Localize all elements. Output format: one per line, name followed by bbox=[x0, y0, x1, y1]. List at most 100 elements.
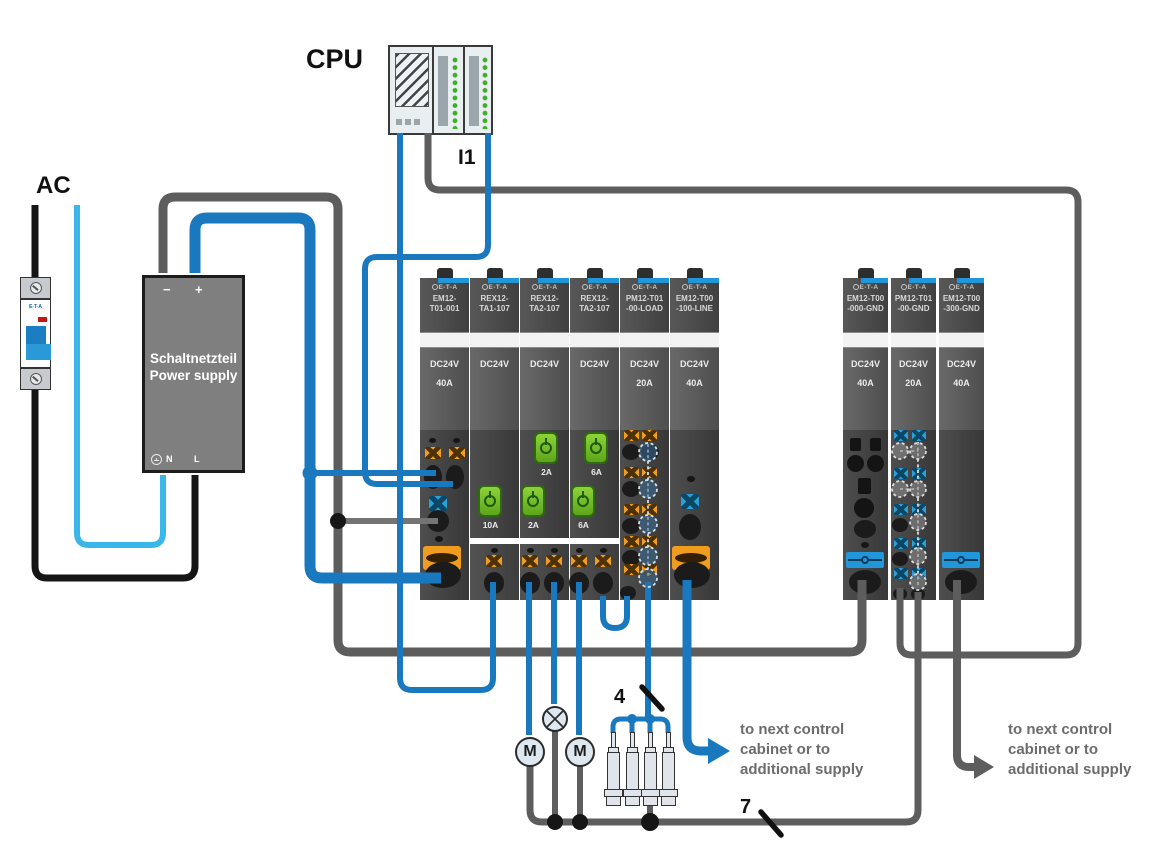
marking-strip bbox=[420, 332, 469, 348]
accent-strip bbox=[438, 278, 469, 283]
push-in-terminal bbox=[894, 568, 908, 579]
wire-valve-manifold bbox=[610, 716, 671, 733]
channel-rating: 10A bbox=[482, 520, 499, 530]
module-terminals bbox=[843, 430, 888, 600]
wire-cpu-0v-to-pm12-gnd bbox=[424, 133, 1082, 659]
jumper-chain-load bbox=[638, 442, 658, 588]
module-rex12-ta1-107: E-T-A REX12-TA1-107 DC24V 10A bbox=[470, 268, 519, 600]
ac-label: AC bbox=[36, 172, 71, 199]
power-button[interactable] bbox=[478, 485, 502, 517]
push-in-terminal bbox=[624, 564, 639, 575]
junction-dot-blue bbox=[627, 714, 637, 724]
power-button[interactable] bbox=[584, 432, 608, 464]
solenoid-valve-icon bbox=[622, 732, 642, 808]
return-wire-count-label: 7 bbox=[740, 796, 752, 818]
signal-terminal bbox=[429, 496, 447, 511]
screw-icon bbox=[29, 282, 42, 294]
module-label: EM12-T01-001 bbox=[429, 294, 460, 313]
push-in-terminal bbox=[624, 504, 639, 515]
psu-plus-label: + bbox=[195, 282, 203, 297]
push-in-terminal bbox=[642, 536, 657, 547]
marking-strip bbox=[670, 332, 719, 348]
push-in-terminal bbox=[642, 430, 657, 441]
power-button[interactable] bbox=[521, 485, 545, 517]
junction-dot bbox=[572, 814, 588, 830]
push-in-terminal bbox=[912, 538, 926, 549]
module-face: 10A bbox=[470, 430, 519, 538]
module-rex12-ta2-107-b: E-T-A REX12-TA2-107 DC24V 6A 6A bbox=[569, 268, 619, 600]
circuit-breaker: E-T-A bbox=[20, 277, 51, 390]
junction-dot bbox=[641, 813, 659, 831]
psu-name: Schaltnetzteil Power supply bbox=[149, 351, 238, 383]
breaker-status-led bbox=[38, 317, 47, 322]
psu-n-label: N bbox=[166, 454, 173, 464]
power-button[interactable] bbox=[571, 485, 595, 517]
breaker-body: E-T-A bbox=[20, 299, 51, 368]
accent-strip bbox=[538, 278, 569, 283]
gray-arrow-icon bbox=[974, 755, 994, 779]
module-rex12-ta2-107-a: E-T-A REX12-TA2-107 DC24V 2A 2A bbox=[520, 268, 569, 600]
push-in-terminal bbox=[894, 430, 908, 441]
eta-logo: E-T-A bbox=[891, 284, 936, 291]
push-in-terminal bbox=[912, 504, 926, 515]
cpu-io-card-2 bbox=[465, 47, 493, 133]
bus-terminal bbox=[942, 552, 980, 568]
valve-wire-count-label: 4 bbox=[614, 686, 626, 708]
eta-logo: E-T-A bbox=[420, 284, 469, 291]
eta-logo: E-T-A bbox=[939, 284, 984, 291]
push-in-terminal bbox=[894, 468, 908, 479]
push-in-terminal bbox=[449, 447, 465, 459]
plug-silhouette bbox=[854, 478, 874, 518]
channel-rating: 6A bbox=[591, 467, 602, 477]
wire-line-to-next-cabinet bbox=[682, 580, 708, 756]
eta-logo: E-T-A bbox=[520, 284, 569, 291]
breaker-brand-label: E-T-A bbox=[28, 304, 43, 310]
power-button[interactable] bbox=[534, 432, 558, 464]
psu-l-label: L bbox=[194, 454, 200, 464]
module-label: EM12-T00-000-GND bbox=[846, 294, 885, 313]
lamp-symbol bbox=[542, 706, 568, 732]
marking-strip bbox=[843, 332, 888, 348]
module-terminals bbox=[670, 430, 719, 600]
module-label: PM12-T01-00-LOAD bbox=[625, 294, 664, 313]
breaker-toggle-upper bbox=[26, 326, 46, 344]
cpu-section-power bbox=[390, 47, 434, 133]
din-tab bbox=[486, 268, 503, 280]
accent-strip bbox=[588, 278, 619, 283]
din-tab bbox=[536, 268, 553, 280]
motor-symbol: M bbox=[565, 737, 595, 767]
eta-logo: E-T-A bbox=[570, 284, 619, 291]
eta-logo: E-T-A bbox=[843, 284, 888, 291]
eta-logo: E-T-A bbox=[470, 284, 519, 291]
marking-strip bbox=[939, 332, 984, 348]
push-in-terminal bbox=[912, 430, 926, 441]
push-in-terminal bbox=[425, 447, 441, 459]
push-in-terminal bbox=[595, 555, 611, 567]
module-label: REX12-TA1-107 bbox=[479, 294, 510, 313]
wire-rex-10a-to-cpu bbox=[397, 133, 496, 693]
i1-label: I1 bbox=[458, 146, 476, 169]
motor-symbol: M bbox=[515, 737, 545, 767]
din-tab bbox=[586, 268, 603, 280]
din-tab bbox=[857, 268, 874, 280]
marking-strip bbox=[620, 332, 669, 348]
junction-dot-blue bbox=[645, 714, 655, 724]
din-tab bbox=[686, 268, 703, 280]
push-in-terminal bbox=[894, 538, 908, 549]
plug-silhouette bbox=[847, 438, 864, 472]
marking-strip bbox=[470, 332, 519, 348]
wire-rex-6a-to-pm12 bbox=[600, 596, 630, 632]
breaker-toggle-lower bbox=[26, 344, 51, 360]
push-in-terminal bbox=[546, 555, 562, 567]
junction-dot bbox=[547, 814, 563, 830]
push-in-terminal bbox=[624, 430, 639, 441]
accent-strip bbox=[688, 278, 719, 283]
module-face: 6A 6A bbox=[570, 430, 619, 538]
accent-strip bbox=[909, 278, 936, 283]
din-tab bbox=[953, 268, 970, 280]
led-column-icon bbox=[452, 57, 458, 129]
wire-i1-signal bbox=[362, 133, 491, 487]
